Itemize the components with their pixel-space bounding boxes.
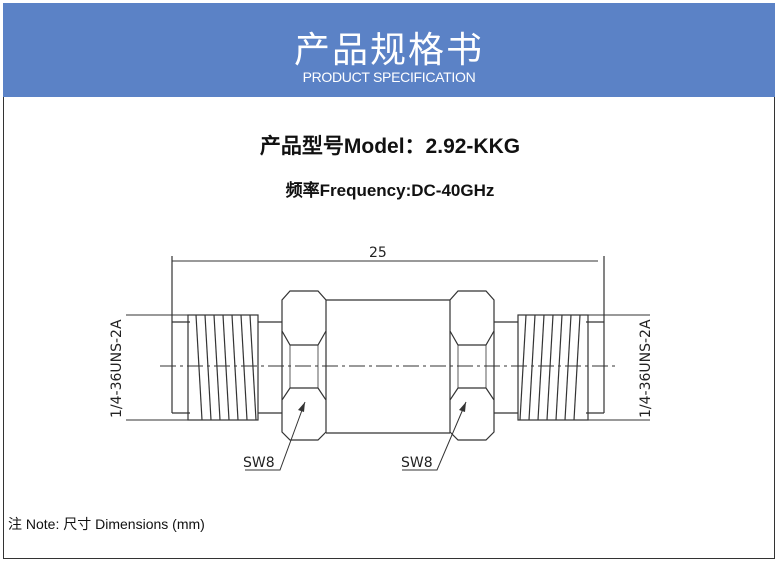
header-title: 产品规格书 [293, 29, 484, 70]
dimensions-note: 注 Note: 尺寸 Dimensions (mm) [8, 516, 205, 532]
length-dimension: 25 [369, 245, 387, 261]
header-banner: 产品规格书 PRODUCT SPECIFICATION [3, 3, 775, 97]
page-frame [3, 3, 775, 559]
left-connector-half [125, 255, 389, 441]
model-label: 产品型号Model：2.92-KKG [259, 135, 521, 158]
thread-spec-right: 1/4-36UNS-2A [638, 319, 654, 418]
wrench-size-left: SW8 [243, 455, 275, 471]
sw8-left-leader [245, 401, 306, 471]
sw8-right-leader [402, 401, 467, 471]
thread-spec-left: 1/4-36UNS-2A [109, 319, 125, 418]
frequency-label: 频率Frequency:DC-40GHz [285, 181, 495, 200]
wrench-size-right: SW8 [401, 455, 433, 471]
right-connector-half [387, 255, 651, 441]
header-subtitle: PRODUCT SPECIFICATION [302, 69, 476, 85]
